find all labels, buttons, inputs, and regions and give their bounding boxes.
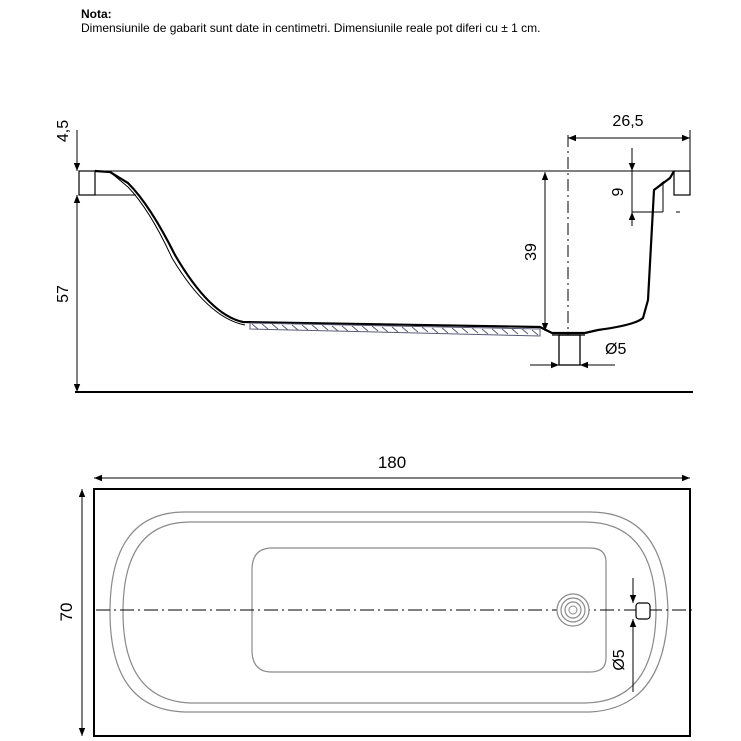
floor-hatch bbox=[249, 322, 541, 337]
dim-length: 180 bbox=[378, 453, 406, 472]
floor-panel bbox=[251, 547, 607, 673]
dim-depth: 39 bbox=[523, 243, 540, 261]
dim-rim-thickness: 4,5 bbox=[55, 120, 72, 142]
dim-drain-offset: 26,5 bbox=[612, 113, 643, 130]
tub-body-outline bbox=[94, 169, 675, 335]
basin-inner-contour bbox=[122, 521, 657, 704]
overflow-top bbox=[635, 602, 651, 620]
note-title: Nota: bbox=[81, 7, 112, 21]
basin-outer-contour bbox=[109, 511, 669, 713]
side-view: 4,5 57 39 26,5 9 Ø5 bbox=[55, 113, 693, 393]
drain-top bbox=[556, 593, 590, 627]
note-text: Dimensiunile de gabarit sunt date in cen… bbox=[81, 21, 541, 35]
right-rim bbox=[673, 170, 691, 196]
dim-total-height: 57 bbox=[55, 285, 72, 303]
dim-drain-diameter-side: Ø5 bbox=[605, 341, 626, 358]
top-view: 180 70 Ø5 bbox=[57, 453, 695, 737]
dim-width: 70 bbox=[57, 603, 76, 622]
note-block: Nota: Dimensiunile de gabarit sunt date … bbox=[81, 7, 540, 35]
dim-drain-diameter-top: Ø5 bbox=[611, 649, 628, 670]
left-rim bbox=[78, 170, 96, 196]
tub-outer-rect bbox=[93, 488, 691, 737]
dim-overflow-height: 9 bbox=[610, 187, 627, 196]
drain-outlet bbox=[558, 334, 581, 366]
